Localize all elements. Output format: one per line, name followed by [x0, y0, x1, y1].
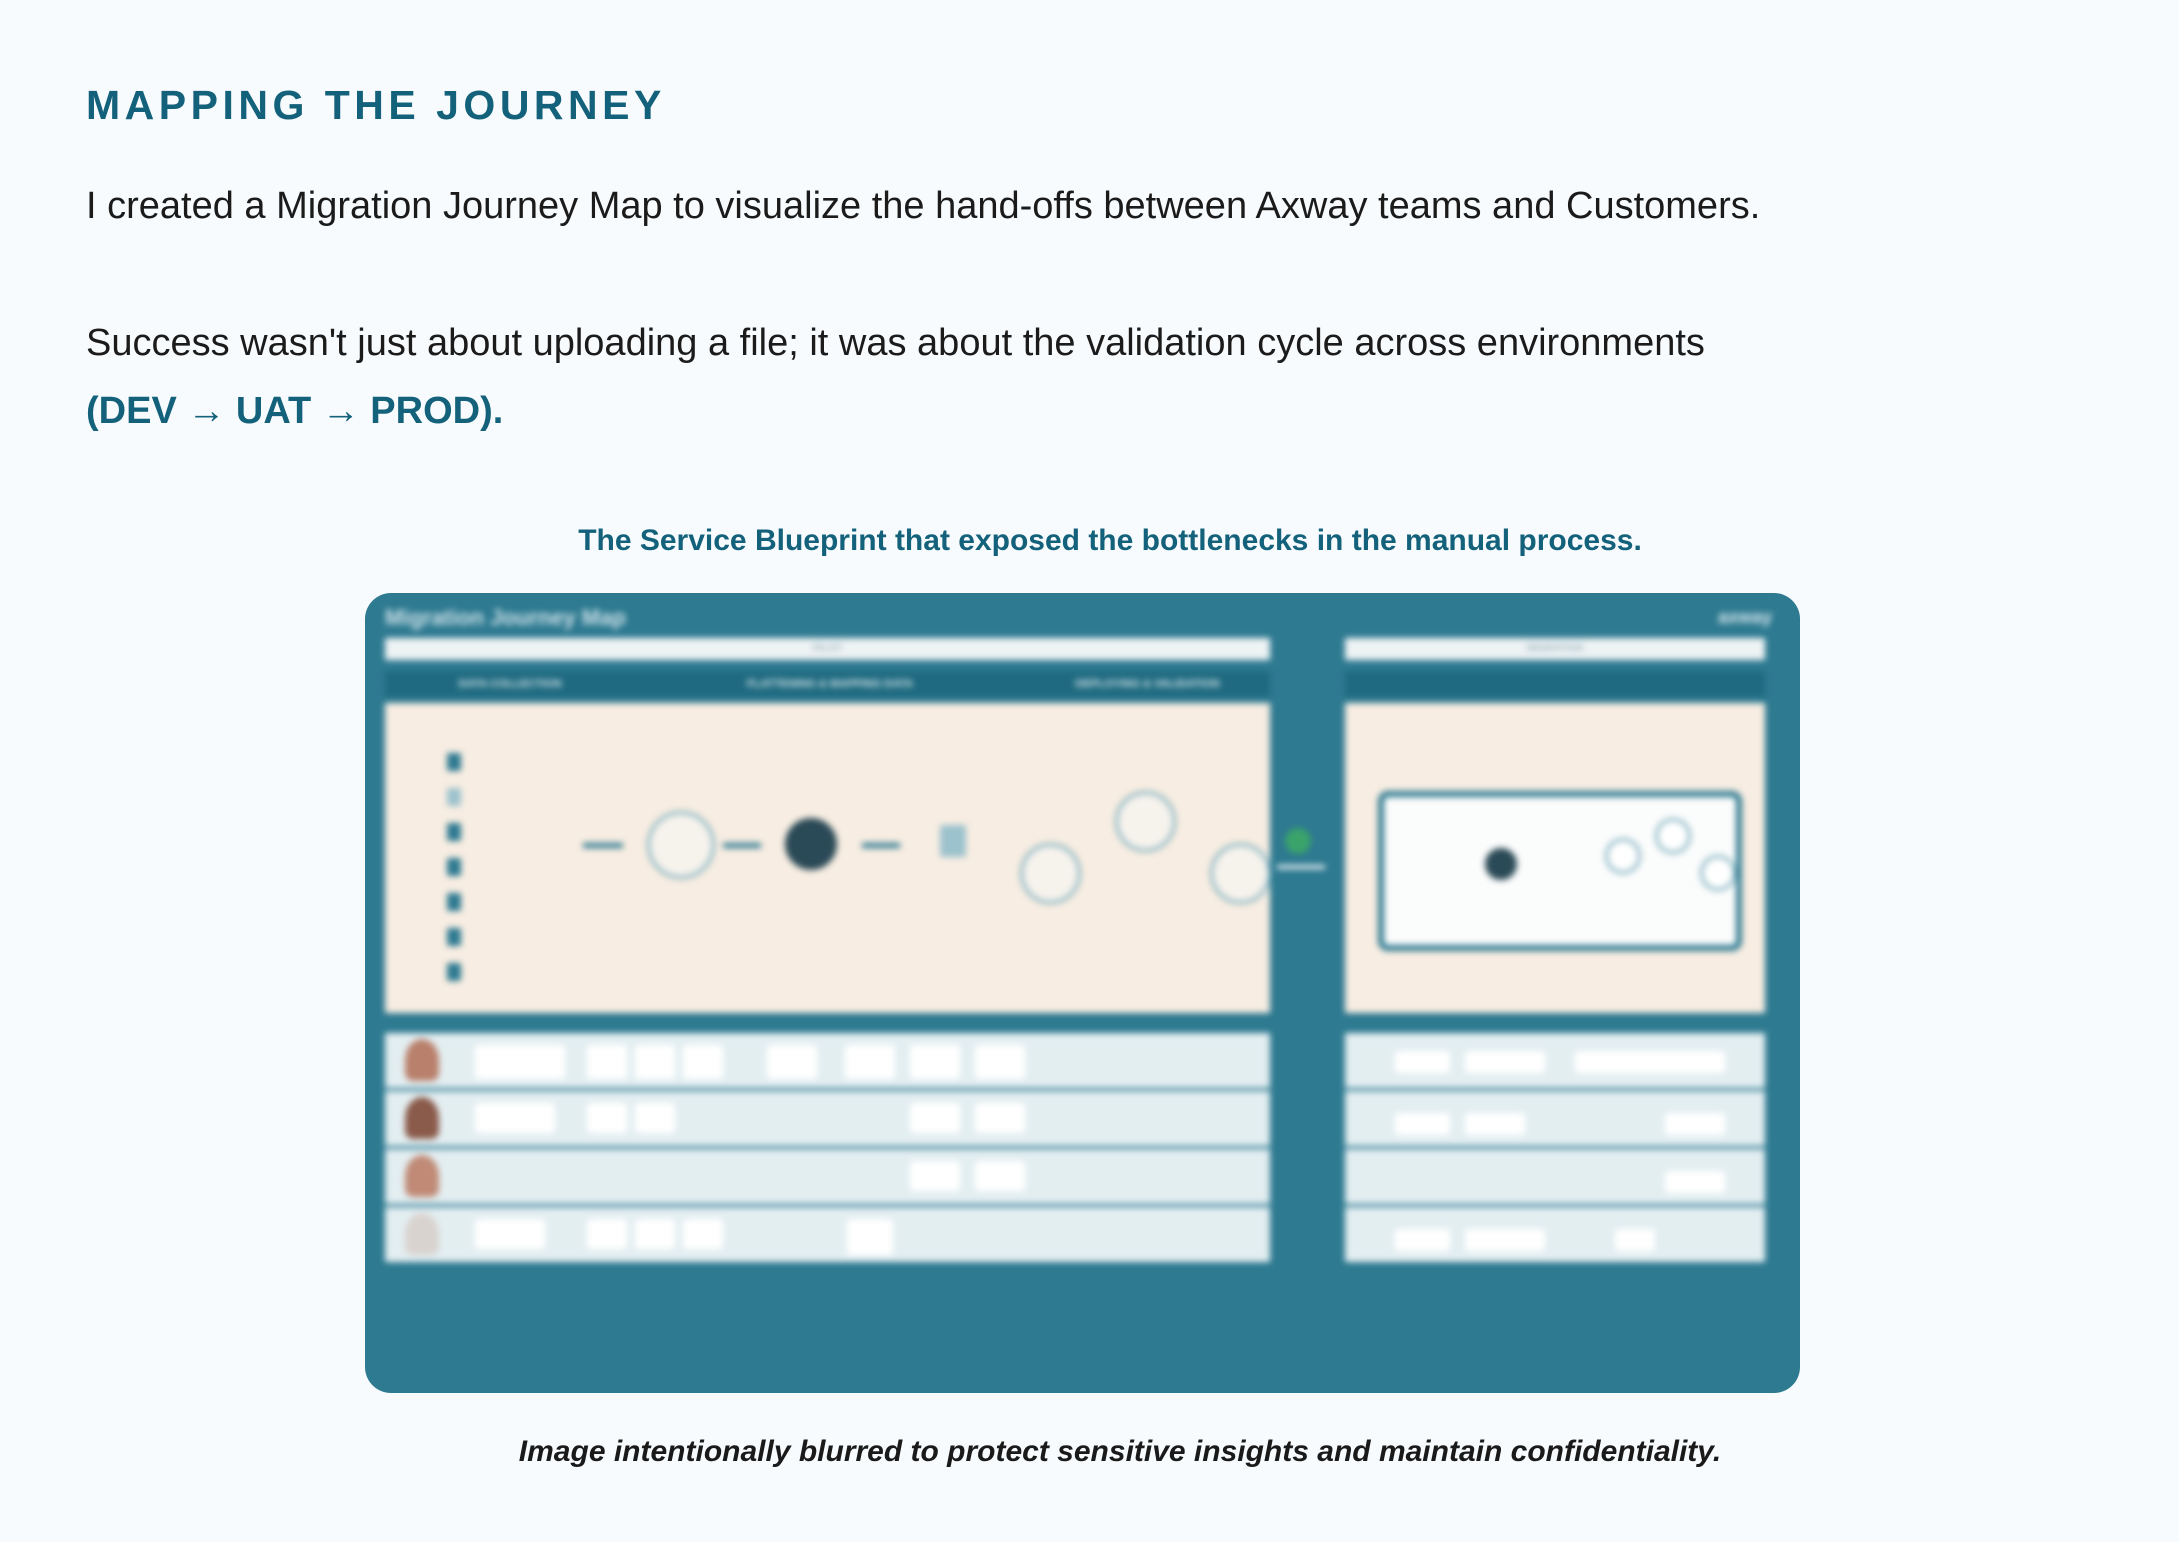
- success-check-icon: [1285, 828, 1311, 854]
- environments-highlight: (DEV → UAT → PROD).: [86, 377, 1705, 445]
- confidentiality-note: Image intentionally blurred to protect s…: [0, 1435, 2179, 1469]
- action-card: [475, 1103, 555, 1133]
- action-card: [635, 1219, 675, 1249]
- action-card: [587, 1045, 627, 1079]
- action-card: [910, 1103, 960, 1133]
- handoff-arrow: [1277, 865, 1325, 869]
- action-card: [475, 1045, 565, 1079]
- list-icon: [447, 788, 461, 806]
- hierarchy-icon: [447, 893, 461, 911]
- env-circle: [1655, 818, 1691, 854]
- action-card: [975, 1045, 1025, 1079]
- action-card: [587, 1219, 627, 1249]
- action-card: [1575, 1051, 1725, 1073]
- cloud-icon: [447, 928, 461, 946]
- action-card: [1395, 1051, 1450, 1073]
- flatten-step-circle: [647, 811, 715, 879]
- stage-flattening: FLATTENING & MAPPING DATA: [645, 671, 1015, 697]
- migration-step-circle: [1485, 848, 1517, 880]
- pilot-panel-head: PILOT: [385, 638, 1270, 660]
- flow-arrow: [583, 843, 623, 848]
- figure-caption: The Service Blueprint that exposed the b…: [0, 524, 2179, 558]
- action-card: [475, 1219, 545, 1249]
- action-card: [587, 1103, 627, 1133]
- avatar: [405, 1039, 439, 1081]
- avatar: [405, 1213, 439, 1255]
- blueprint-logo: axway: [1718, 607, 1772, 628]
- validation-paragraph: Success wasn't just about uploading a fi…: [86, 309, 1705, 445]
- action-card: [1395, 1229, 1450, 1251]
- intro-paragraph: I created a Migration Journey Map to vis…: [86, 172, 1760, 240]
- blueprint-title: Migration Journey Map: [385, 605, 626, 631]
- blurred-journey-map-image: Migration Journey Map axway PILOT DATA C…: [365, 593, 1800, 1393]
- avatar: [405, 1097, 439, 1139]
- validation-clipboard-icon: [940, 825, 966, 857]
- env-circle: [1605, 838, 1641, 874]
- action-card: [845, 1045, 895, 1079]
- flow-arrow: [723, 843, 761, 848]
- action-card: [635, 1045, 675, 1079]
- action-card: [975, 1161, 1025, 1191]
- action-card: [1465, 1229, 1545, 1251]
- migration-panel-head: MIGRATION: [1345, 638, 1765, 660]
- stage-data-collection: DATA COLLECTION: [385, 671, 635, 697]
- flow-arrow: [862, 843, 900, 848]
- action-card: [683, 1045, 723, 1079]
- env-circle: [1700, 855, 1736, 891]
- action-card: [683, 1219, 723, 1249]
- action-card: [635, 1103, 675, 1133]
- building-icon: [447, 963, 461, 981]
- chat-icon: [447, 823, 461, 841]
- migration-stage-bar: [1345, 671, 1765, 697]
- action-card: [847, 1219, 893, 1255]
- action-card: [767, 1045, 817, 1079]
- mapping-step-circle: [785, 818, 837, 870]
- database-icon: [447, 858, 461, 876]
- pilot-stage-bar: DATA COLLECTION FLATTENING & MAPPING DAT…: [385, 671, 1270, 697]
- swimlane: [385, 1149, 1270, 1204]
- action-card: [1395, 1113, 1450, 1135]
- validation-text: Success wasn't just about uploading a fi…: [86, 322, 1705, 364]
- action-card: [1465, 1051, 1545, 1073]
- stage-deploying: DEPLOYING & VALIDATION: [1025, 671, 1270, 697]
- action-card: [910, 1045, 960, 1079]
- avatar: [405, 1155, 439, 1197]
- action-card: [1465, 1113, 1525, 1135]
- blur-layer: Migration Journey Map axway PILOT DATA C…: [365, 593, 1800, 1393]
- action-card: [1665, 1171, 1725, 1193]
- document-icon: [447, 753, 461, 771]
- section-title: MAPPING THE JOURNEY: [86, 82, 666, 129]
- action-card: [1615, 1229, 1655, 1251]
- action-card: [975, 1103, 1025, 1133]
- action-card: [910, 1161, 960, 1191]
- uat-env-circle: [1115, 791, 1176, 852]
- dev-env-circle: [1020, 843, 1081, 904]
- action-card: [1665, 1113, 1725, 1135]
- migration-loop-box: [1378, 791, 1742, 951]
- prod-env-circle: [1210, 843, 1271, 904]
